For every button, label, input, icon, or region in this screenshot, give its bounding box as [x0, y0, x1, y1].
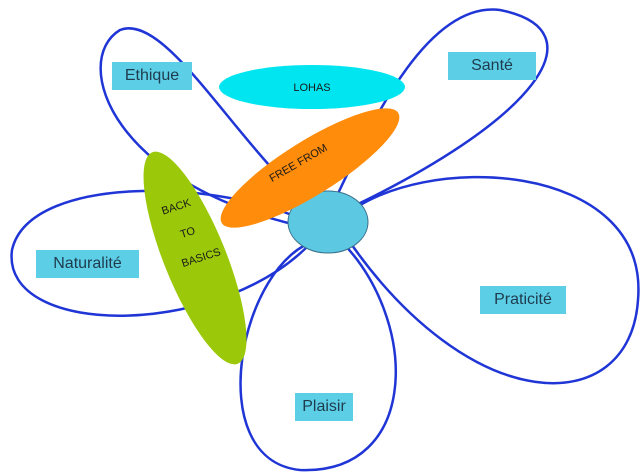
label-ethique: Ethique	[112, 62, 192, 90]
petal-sante	[328, 8, 549, 217]
back-label-line: TO	[179, 225, 197, 241]
free-from-ellipse	[220, 108, 400, 228]
center-disc	[287, 190, 369, 254]
lohas-ellipse	[219, 65, 405, 109]
petal-plaisir	[239, 238, 398, 472]
back-to-basics-ellipse	[143, 151, 247, 365]
petal-praticite	[341, 176, 640, 385]
label-naturalite: Naturalité	[36, 250, 139, 278]
label-sante: Santé	[448, 52, 536, 80]
label-plaisir: Plaisir	[295, 393, 353, 421]
lohas-label: LOHAS	[293, 82, 330, 94]
label-praticite: Praticité	[480, 286, 566, 314]
